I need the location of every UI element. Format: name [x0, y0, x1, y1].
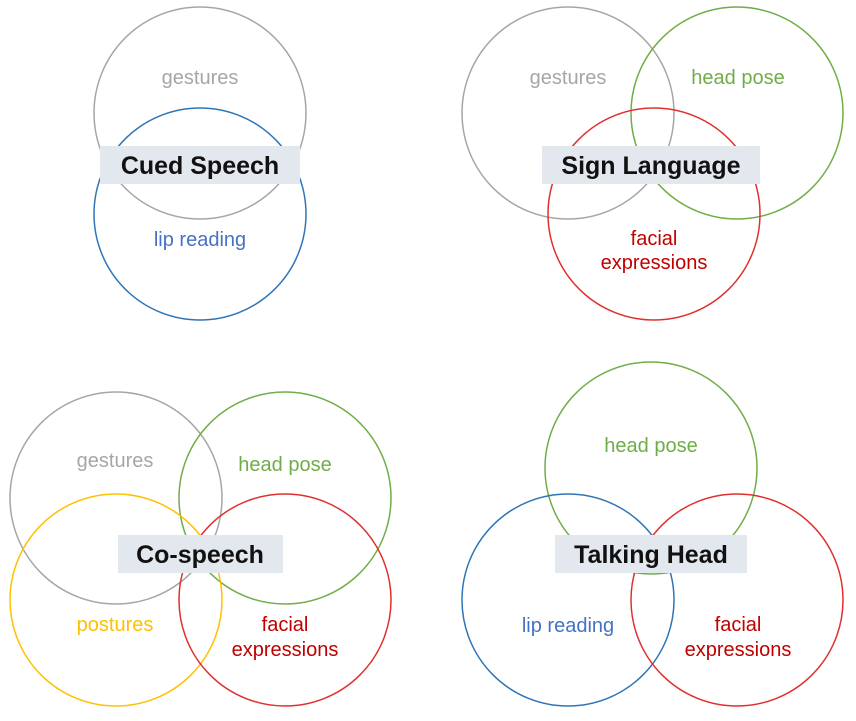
facial-label-line1: facial [715, 614, 762, 636]
sign-language-title: Sign Language [561, 152, 740, 180]
postures-label: postures [77, 614, 154, 636]
head-pose-circle [178, 391, 392, 605]
facial-label-line2: expressions [601, 252, 708, 274]
gestures-circle [461, 6, 675, 220]
lip-reading-circle [93, 107, 307, 321]
head-pose-label: head pose [691, 67, 784, 89]
gestures-circle [93, 6, 307, 220]
title-box [100, 146, 300, 184]
lip-reading-label: lip reading [522, 615, 614, 637]
head-pose-label: head pose [604, 435, 697, 457]
lip-reading-circle [461, 493, 675, 707]
facial-label-line1: facial [631, 228, 678, 250]
facial-expressions-circle [178, 493, 392, 707]
gestures-label: gestures [162, 67, 239, 89]
cued-speech-diagram: gestures lip reading Cued Speech [93, 6, 307, 321]
facial-expressions-circle [547, 107, 761, 321]
head-pose-circle [630, 6, 844, 220]
head-pose-label: head pose [238, 454, 331, 476]
facial-label-line2: expressions [232, 639, 339, 661]
gestures-label: gestures [77, 450, 154, 472]
title-box [542, 146, 760, 184]
postures-circle [9, 493, 223, 707]
talking-head-title: Talking Head [574, 541, 728, 569]
cued-speech-title: Cued Speech [121, 152, 279, 180]
sign-language-diagram: gestures head pose facial expressions Si… [461, 6, 844, 321]
lip-reading-label: lip reading [154, 229, 246, 251]
gestures-label: gestures [530, 67, 607, 89]
facial-expressions-circle [630, 493, 844, 707]
gestures-circle [9, 391, 223, 605]
title-box [555, 535, 747, 573]
talking-head-diagram: head pose lip reading facial expressions… [461, 361, 844, 707]
co-speech-diagram: gestures head pose postures facial expre… [9, 391, 392, 707]
facial-label-line1: facial [262, 614, 309, 636]
co-speech-title: Co-speech [136, 541, 264, 569]
facial-label-line2: expressions [685, 639, 792, 661]
head-pose-circle [544, 361, 758, 575]
title-box [118, 535, 283, 573]
